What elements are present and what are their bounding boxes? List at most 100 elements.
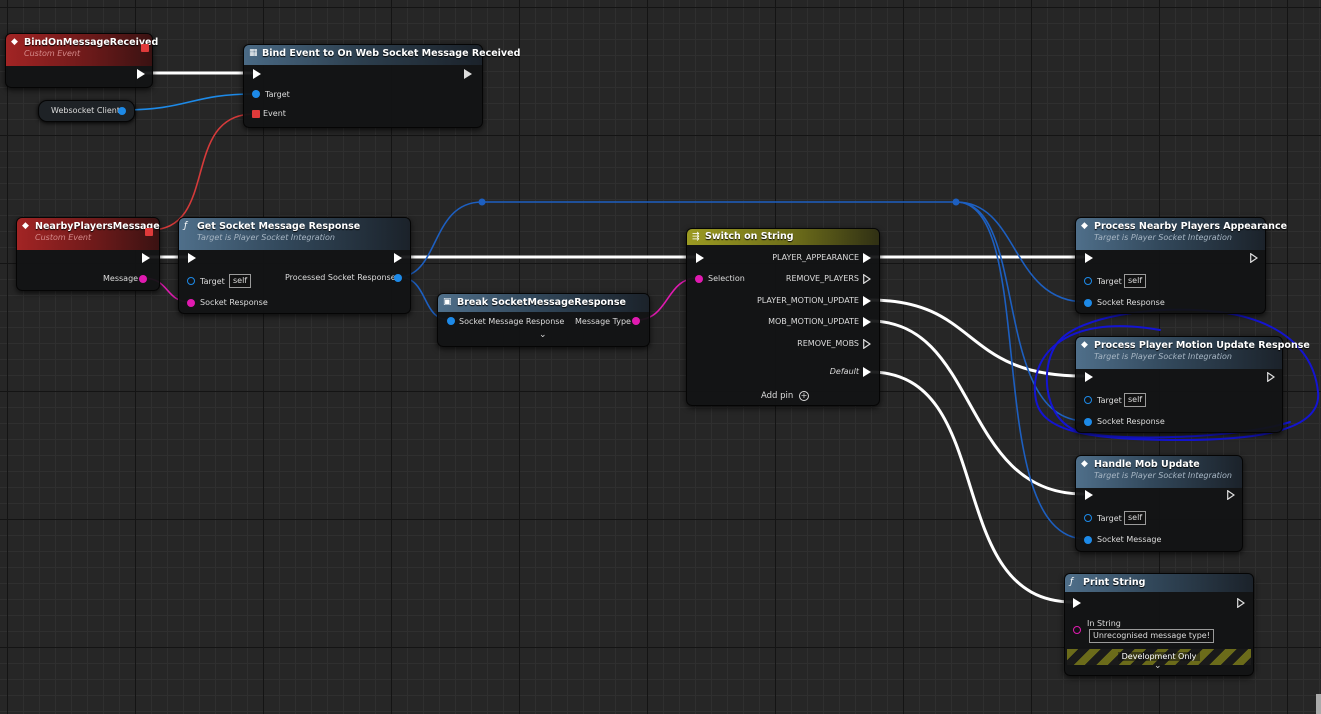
socket-response-label: Socket Response [200, 298, 268, 307]
node-header[interactable]: ▣ Break SocketMessageResponse [438, 294, 649, 312]
exec-output-pin[interactable] [137, 69, 145, 79]
default-pin[interactable] [863, 367, 871, 377]
case-mob-motion-update-label: MOB_MOTION_UPDATE [768, 317, 859, 326]
socket-response-input-pin[interactable] [1084, 299, 1092, 307]
target-input-pin[interactable] [1084, 277, 1092, 285]
processed-socket-response-label: Processed Socket Response [285, 273, 396, 282]
socket-response-input-pin[interactable] [1084, 418, 1092, 426]
development-only-label: Development Only [1117, 652, 1201, 661]
target-self-field[interactable]: self [1124, 274, 1147, 288]
event-input-pin[interactable] [252, 110, 260, 118]
switch-icon: ⇶ [692, 232, 700, 242]
socket-message-label: Socket Message [1097, 535, 1162, 544]
function-icon: ƒ [184, 221, 188, 231]
target-self-field[interactable]: self [229, 274, 252, 288]
websocket-client-variable[interactable]: Websocket Client [38, 100, 135, 122]
node-header[interactable]: ◆ NearbyPlayersMessage Custom Event [17, 218, 160, 250]
exec-input-pin[interactable] [1085, 253, 1093, 263]
exec-output-pin[interactable] [1227, 490, 1235, 500]
function-icon: ƒ [1070, 577, 1074, 587]
case-remove-players-label: REMOVE_PLAYERS [785, 274, 859, 283]
case-player-appearance-pin[interactable] [863, 253, 871, 263]
delegate-output-pin[interactable] [145, 228, 153, 236]
event-label: Event [263, 109, 286, 118]
exec-input-pin[interactable] [1073, 598, 1081, 608]
target-self-field[interactable]: self [1124, 511, 1147, 525]
nearby-players-message-node[interactable]: ◆ NearbyPlayersMessage Custom Event Mess… [16, 217, 160, 291]
node-header[interactable]: ◆ Process Nearby Players Appearance Targ… [1076, 218, 1287, 250]
wire-exec-switch-motion [868, 298, 1085, 378]
variable-label: Websocket Client [51, 106, 121, 115]
target-input-pin[interactable] [1084, 396, 1092, 404]
node-header[interactable]: ⇶ Switch on String [687, 229, 879, 245]
node-title: Handle Mob Update [1094, 459, 1200, 470]
node-subtitle: Custom Event [35, 233, 92, 242]
event-icon: ◆ [11, 37, 18, 47]
add-pin-button[interactable]: Add pin + [761, 391, 810, 401]
exec-input-pin[interactable] [188, 253, 196, 263]
wire-object-2 [955, 201, 1087, 422]
exec-output-pin[interactable] [464, 69, 472, 79]
function-icon: ◆ [1081, 459, 1088, 469]
case-remove-mobs-label: REMOVE_MOBS [797, 339, 859, 348]
in-string-input-pin[interactable] [1073, 626, 1081, 634]
development-only-banner: Development Only [1067, 649, 1251, 665]
target-label: Target [265, 90, 290, 99]
socket-message-input-pin[interactable] [1084, 536, 1092, 544]
exec-input-pin[interactable] [1085, 372, 1093, 382]
exec-input-pin[interactable] [253, 69, 261, 79]
target-input-pin[interactable] [252, 90, 260, 98]
break-socket-message-response-node[interactable]: ▣ Break SocketMessageResponse Socket Mes… [437, 293, 650, 347]
process-nearby-players-appearance-node[interactable]: ◆ Process Nearby Players Appearance Targ… [1075, 217, 1287, 314]
processed-socket-response-output-pin[interactable] [394, 274, 402, 282]
add-icon: + [799, 391, 810, 401]
bind-on-message-received-node[interactable]: ◆ BindOnMessageReceived Custom Event [5, 33, 158, 88]
node-header[interactable]: ◆ Process Player Motion Update Response … [1076, 337, 1310, 369]
print-string-node[interactable]: ƒ Print String In String Unrecognised me… [1064, 573, 1254, 676]
handle-mob-update-node[interactable]: ◆ Handle Mob Update Target is Player Soc… [1075, 455, 1243, 552]
switch-on-string-node[interactable]: ⇶ Switch on String Selection PLAYER_APPE… [686, 228, 880, 406]
case-remove-mobs-pin[interactable] [863, 339, 871, 349]
get-socket-message-response-node[interactable]: ƒ Get Socket Message Response Target is … [178, 217, 411, 314]
function-icon: ◆ [1081, 340, 1088, 350]
target-input-pin[interactable] [1084, 514, 1092, 522]
websocket-client-output-pin[interactable] [118, 107, 126, 115]
case-player-motion-update-pin[interactable] [863, 296, 871, 306]
in-string-field[interactable]: Unrecognised message type! [1089, 629, 1214, 643]
expand-chevron-icon[interactable]: ⌄ [1154, 661, 1162, 671]
case-remove-players-pin[interactable] [863, 274, 871, 284]
process-player-motion-update-response-node[interactable]: ◆ Process Player Motion Update Response … [1075, 336, 1310, 433]
exec-output-pin[interactable] [394, 253, 402, 263]
socket-message-response-label: Socket Message Response [459, 317, 565, 326]
case-mob-motion-update-pin[interactable] [863, 317, 871, 327]
socket-message-response-input-pin[interactable] [447, 317, 455, 325]
wire-object-3 [955, 201, 1087, 540]
scrollbar-handle[interactable] [1316, 694, 1321, 714]
expand-chevron-icon[interactable]: ⌄ [539, 330, 547, 340]
event-icon: ◆ [22, 221, 29, 231]
exec-output-pin[interactable] [142, 253, 150, 263]
exec-output-pin[interactable] [1237, 598, 1245, 608]
case-player-motion-update-label: PLAYER_MOTION_UPDATE [756, 296, 859, 305]
node-header[interactable]: ▦ Bind Event to On Web Socket Message Re… [244, 45, 520, 65]
node-title: Switch on String [705, 231, 794, 242]
node-title: NearbyPlayersMessage [35, 221, 160, 232]
delegate-output-pin[interactable] [141, 44, 149, 52]
exec-input-pin[interactable] [1085, 490, 1093, 500]
target-self-field[interactable]: self [1124, 393, 1147, 407]
node-header[interactable]: ◆ BindOnMessageReceived Custom Event [6, 34, 158, 66]
target-input-pin[interactable] [187, 277, 195, 285]
node-header[interactable]: ƒ Print String [1065, 574, 1253, 592]
message-output-pin[interactable] [139, 275, 147, 283]
node-header[interactable]: ƒ Get Socket Message Response Target is … [179, 218, 410, 250]
message-type-output-pin[interactable] [632, 317, 640, 325]
bind-event-node[interactable]: ▦ Bind Event to On Web Socket Message Re… [243, 44, 520, 128]
exec-output-pin[interactable] [1267, 372, 1275, 382]
selection-input-pin[interactable] [695, 275, 703, 283]
node-title: BindOnMessageReceived [24, 37, 159, 48]
node-header[interactable]: ◆ Handle Mob Update Target is Player Soc… [1076, 456, 1242, 488]
node-title: Print String [1083, 577, 1146, 588]
socket-response-input-pin[interactable] [187, 299, 195, 307]
exec-output-pin[interactable] [1250, 253, 1258, 263]
exec-input-pin[interactable] [696, 253, 704, 263]
